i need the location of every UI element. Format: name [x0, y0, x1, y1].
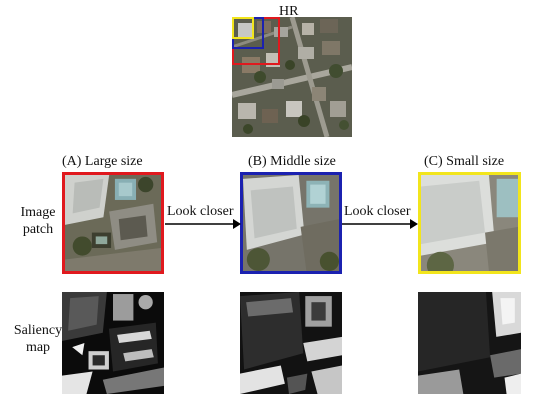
column-label-middle: (B) Middle size [248, 154, 336, 169]
arrow-label-1: Look closer [167, 204, 234, 219]
look-closer-arrow-2 [342, 218, 418, 230]
row-label-saliency-map-line1: Saliency [13, 323, 63, 338]
column-label-large: (A) Large size [62, 154, 143, 169]
row-label-saliency-map-line2: map [25, 340, 51, 355]
row-label-image-patch-line2: patch [22, 222, 54, 237]
row-label-saliency-map: Saliency map [6, 322, 70, 356]
saliency-map-middle [240, 292, 342, 394]
image-patch-middle [240, 172, 342, 274]
column-label-small: (C) Small size [424, 154, 505, 169]
hr-aerial-image [232, 17, 352, 137]
arrow-label-2: Look closer [344, 204, 411, 219]
image-patch-small [418, 172, 521, 274]
row-label-image-patch-line1: Image [20, 205, 56, 220]
row-label-image-patch: Image patch [6, 204, 70, 238]
hr-label: HR [279, 4, 299, 19]
image-patch-large [62, 172, 164, 274]
saliency-map-large [62, 292, 164, 394]
look-closer-arrow-1 [165, 218, 241, 230]
saliency-map-small [418, 292, 521, 394]
